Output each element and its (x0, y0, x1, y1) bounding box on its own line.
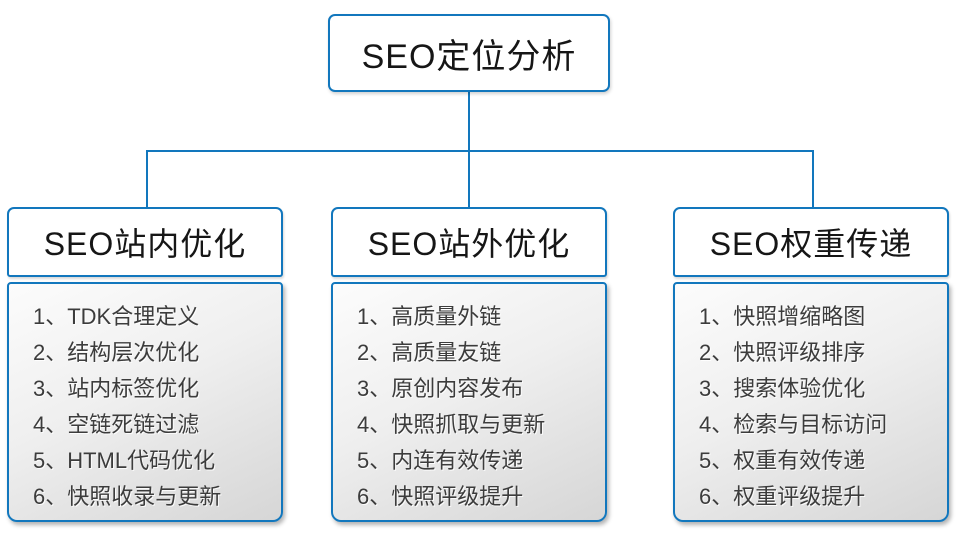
branch-onsite-header: SEO站内优化 (7, 207, 283, 277)
root-node-title: SEO定位分析 (361, 37, 577, 76)
branch-onsite-body: 1、TDK合理定义 2、结构层次优化 3、站内标签优化 4、空链死链过滤 5、H… (7, 282, 283, 522)
list-item: 4、快照抓取与更新 (357, 412, 546, 437)
branch-weight-title: SEO权重传递 (709, 226, 913, 262)
branch-weight-body: 1、快照增缩略图 2、快照评级排序 3、搜索体验优化 4、检索与目标访问 5、权… (673, 282, 949, 522)
list-item: 6、权重评级提升 (699, 484, 866, 509)
list-item: 2、结构层次优化 (33, 340, 200, 365)
list-item: 2、高质量友链 (357, 340, 502, 365)
connector-horizontal-span (146, 150, 814, 152)
list-item: 3、站内标签优化 (33, 376, 200, 401)
branch-offsite-header: SEO站外优化 (331, 207, 607, 277)
list-item: 1、快照增缩略图 (699, 304, 866, 329)
list-item: 6、快照评级提升 (357, 484, 524, 509)
branch-onsite: SEO站内优化 1、TDK合理定义 2、结构层次优化 3、站内标签优化 4、空链… (7, 207, 283, 522)
list-item: 3、原创内容发布 (357, 376, 524, 401)
list-item: 2、快照评级排序 (699, 340, 866, 365)
root-node: SEO定位分析 (328, 14, 610, 92)
list-item: 1、高质量外链 (357, 304, 502, 329)
connector-left-drop (146, 150, 148, 208)
list-item: 5、权重有效传递 (699, 448, 866, 473)
list-item: 1、TDK合理定义 (33, 304, 200, 329)
list-item: 3、搜索体验优化 (699, 376, 866, 401)
branch-offsite: SEO站外优化 1、高质量外链 2、高质量友链 3、原创内容发布 4、快照抓取与… (331, 207, 607, 522)
list-item: 4、空链死链过滤 (33, 412, 200, 437)
list-item: 5、内连有效传递 (357, 448, 524, 473)
list-item: 4、检索与目标访问 (699, 412, 888, 437)
branch-offsite-title: SEO站外优化 (367, 226, 571, 262)
connector-root-vertical (468, 92, 470, 152)
branch-onsite-title: SEO站内优化 (43, 226, 247, 262)
connector-right-drop (812, 150, 814, 208)
list-item: 6、快照收录与更新 (33, 484, 222, 509)
branch-offsite-body: 1、高质量外链 2、高质量友链 3、原创内容发布 4、快照抓取与更新 5、内连有… (331, 282, 607, 522)
list-item: 5、HTML代码优化 (33, 448, 216, 473)
connector-middle-drop (468, 150, 470, 208)
branch-weight-header: SEO权重传递 (673, 207, 949, 277)
branch-weight: SEO权重传递 1、快照增缩略图 2、快照评级排序 3、搜索体验优化 4、检索与… (673, 207, 949, 522)
